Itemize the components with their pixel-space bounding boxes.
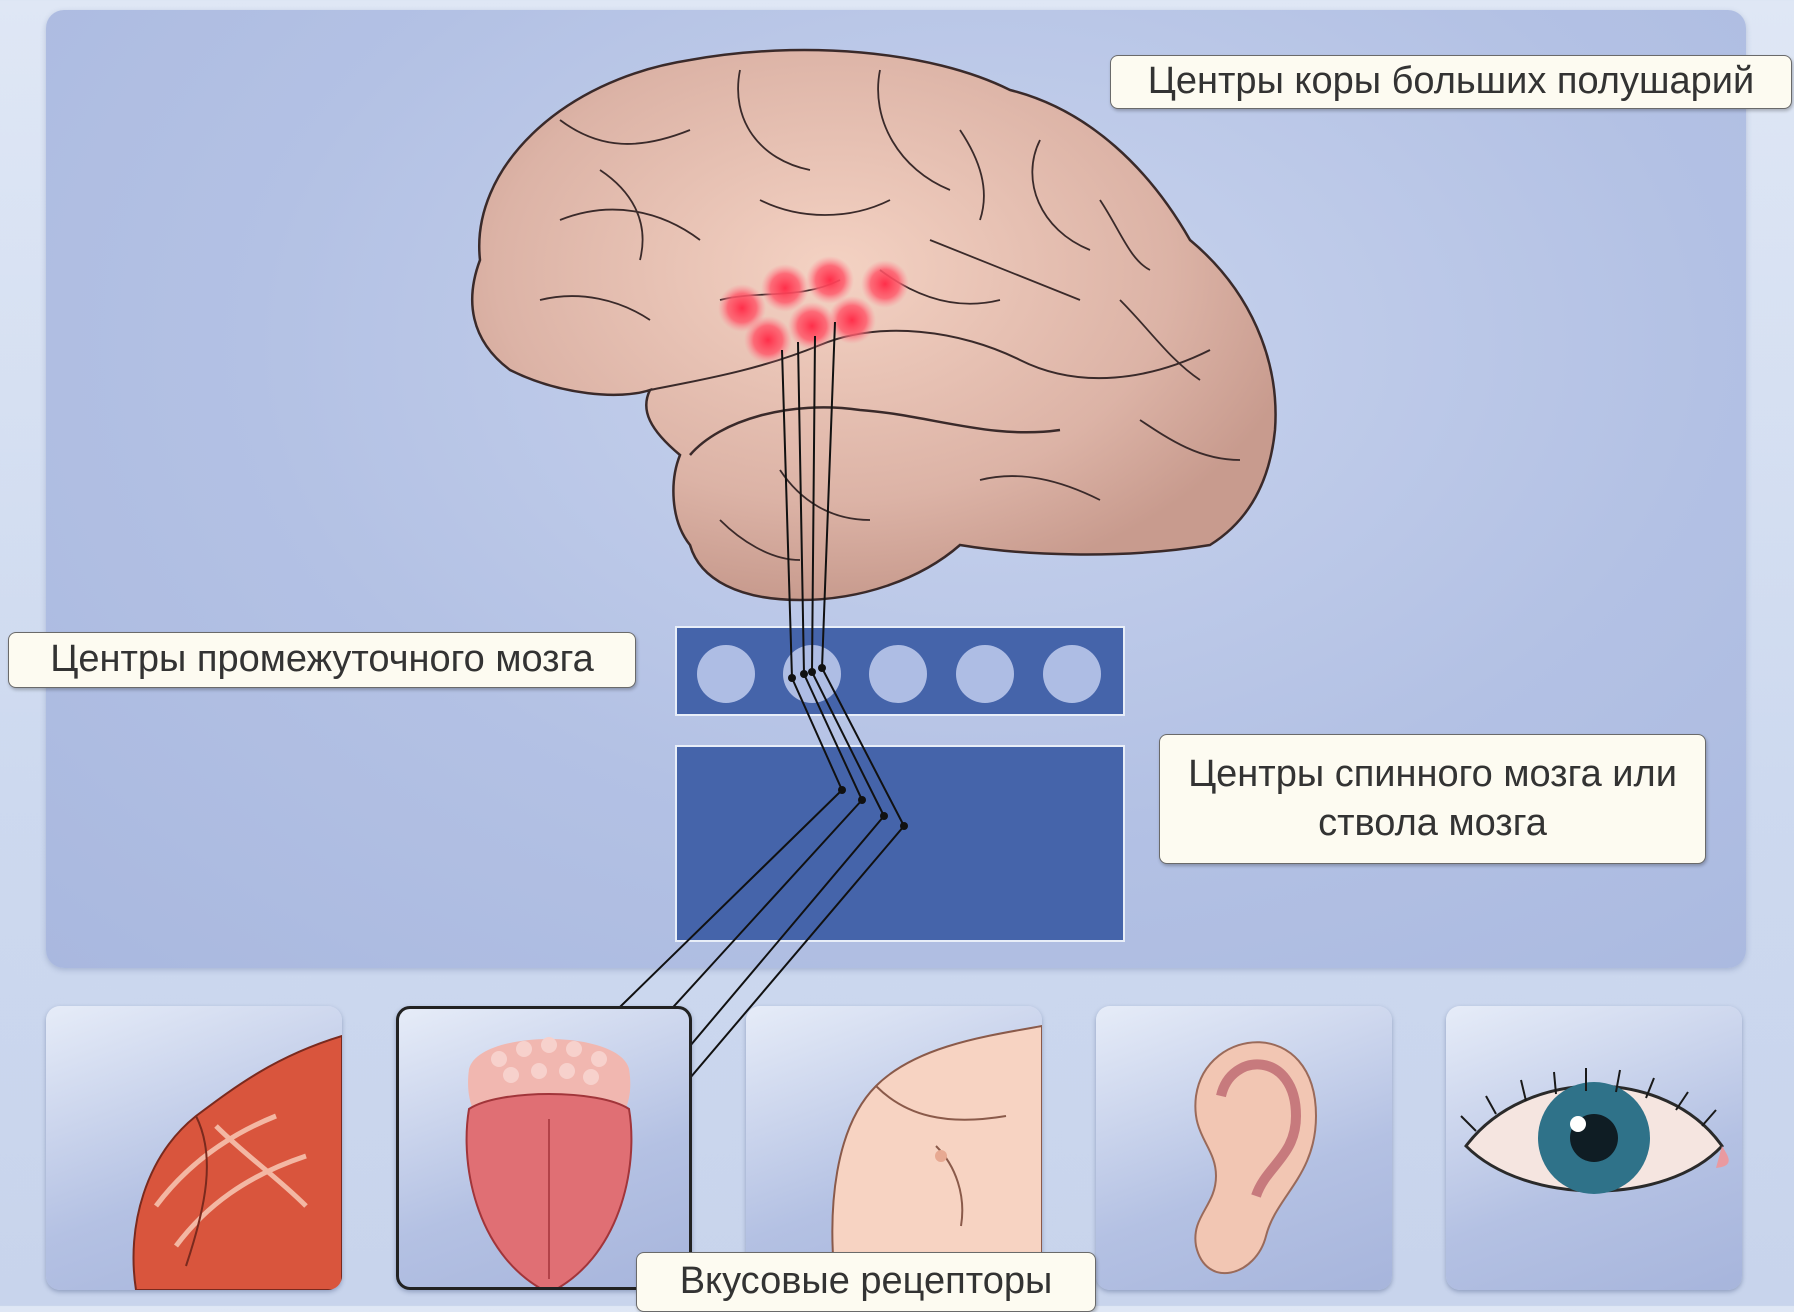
ear-icon — [1096, 1006, 1392, 1290]
label-taste-receptors: Вкусовые рецепторы — [636, 1252, 1096, 1312]
receptor-tile-tongue[interactable] — [396, 1006, 692, 1290]
receptor-tile-eye[interactable] — [1446, 1006, 1742, 1290]
muscle-icon — [46, 1006, 342, 1290]
tongue-icon — [399, 1009, 692, 1290]
node-circle-1 — [697, 645, 755, 703]
hotspot-5 — [744, 316, 792, 364]
label-spinal-centers: Центры спинного мозга или ствола мозга — [1159, 734, 1706, 864]
diencephalon-block — [676, 627, 1124, 715]
hotspot-4 — [861, 260, 909, 308]
receptor-tile-ear[interactable] — [1096, 1006, 1392, 1290]
spinal-cord-block — [676, 746, 1124, 941]
eye-icon — [1446, 1006, 1742, 1290]
label-cortex-centers: Центры коры больших полушарий — [1110, 55, 1792, 109]
node-circle-5 — [1043, 645, 1101, 703]
node-circle-3 — [869, 645, 927, 703]
receptor-tile-skin[interactable] — [746, 1006, 1042, 1290]
label-diencephalon-centers: Центры промежуточного мозга — [8, 632, 636, 688]
node-circle-4 — [956, 645, 1014, 703]
receptor-tile-muscle[interactable] — [46, 1006, 342, 1290]
skin-shoulder-icon — [746, 1006, 1042, 1290]
